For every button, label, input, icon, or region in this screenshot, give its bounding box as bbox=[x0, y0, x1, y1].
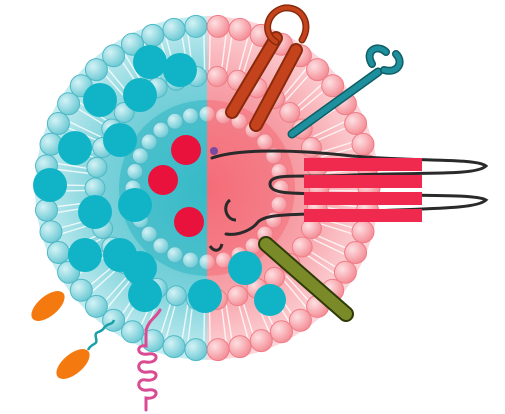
encapsulated-dot bbox=[228, 251, 262, 285]
encapsulated-dot bbox=[133, 45, 167, 79]
lipid-head bbox=[141, 226, 157, 242]
lipid-head bbox=[141, 134, 157, 150]
lipid-head bbox=[229, 18, 251, 40]
lipid-head bbox=[47, 242, 69, 264]
drug-molecule bbox=[174, 207, 204, 237]
lipid-head bbox=[292, 237, 312, 257]
encapsulated-dot bbox=[254, 284, 286, 316]
lipid-head bbox=[228, 286, 248, 306]
lipid-head bbox=[163, 18, 185, 40]
lipid-head bbox=[229, 336, 251, 358]
encapsulated-dot bbox=[83, 83, 117, 117]
encapsulated-dot bbox=[58, 131, 92, 165]
lipid-head bbox=[127, 164, 143, 180]
lipid-head bbox=[47, 113, 69, 135]
lipid-tail bbox=[209, 30, 210, 70]
encapsulated-dot bbox=[103, 238, 137, 272]
receptor-helix bbox=[304, 175, 422, 188]
lipid-head bbox=[153, 122, 169, 138]
encapsulated-dot bbox=[118, 188, 152, 222]
encapsulated-dot bbox=[188, 279, 222, 313]
lipid-head bbox=[280, 103, 300, 123]
drug-molecule bbox=[171, 135, 201, 165]
encapsulated-dot bbox=[163, 53, 197, 87]
drug-fragment bbox=[210, 147, 218, 155]
encapsulated-dot bbox=[78, 195, 112, 229]
lipid-head bbox=[271, 197, 287, 213]
lipid-head bbox=[132, 148, 148, 164]
lipid-head bbox=[289, 309, 311, 331]
lipid-head bbox=[122, 321, 144, 343]
lipid-head bbox=[271, 321, 293, 343]
lipid-head bbox=[183, 252, 199, 268]
lipid-head bbox=[183, 108, 199, 124]
lipid-head bbox=[207, 67, 227, 87]
lipid-head bbox=[345, 242, 367, 264]
lipid-head bbox=[87, 157, 107, 177]
lipid-head bbox=[352, 221, 374, 243]
lipid-head bbox=[153, 238, 169, 254]
lipid-head bbox=[167, 113, 183, 129]
drug-molecule bbox=[148, 165, 178, 195]
lipid-head bbox=[36, 199, 58, 221]
lipid-head bbox=[352, 133, 374, 155]
lipid-head bbox=[185, 339, 207, 361]
lipid-head bbox=[40, 221, 62, 243]
encapsulated-dot bbox=[33, 168, 67, 202]
lipid-head bbox=[103, 45, 125, 67]
encapsulated-dot bbox=[123, 78, 157, 112]
lipid-head bbox=[250, 330, 272, 352]
lipid-head bbox=[166, 286, 186, 306]
encapsulated-dot bbox=[128, 278, 162, 312]
lipid-head bbox=[163, 336, 185, 358]
lipid-head bbox=[142, 24, 164, 46]
lipid-head bbox=[207, 339, 229, 361]
receptor-helix bbox=[304, 209, 422, 222]
teal-coil-icon bbox=[88, 320, 114, 350]
orange-ligand bbox=[26, 285, 69, 326]
lipid-head bbox=[185, 15, 207, 37]
lipid-head bbox=[301, 138, 321, 158]
lipid-head bbox=[345, 113, 367, 135]
encapsulated-dot bbox=[103, 123, 137, 157]
lipid-tail bbox=[204, 30, 205, 70]
receptor-helix bbox=[304, 192, 422, 205]
receptor-helix bbox=[304, 158, 422, 171]
lipid-head bbox=[207, 15, 229, 37]
lipid-head bbox=[167, 247, 183, 263]
lipid-head bbox=[257, 134, 273, 150]
encapsulated-dot bbox=[68, 238, 102, 272]
